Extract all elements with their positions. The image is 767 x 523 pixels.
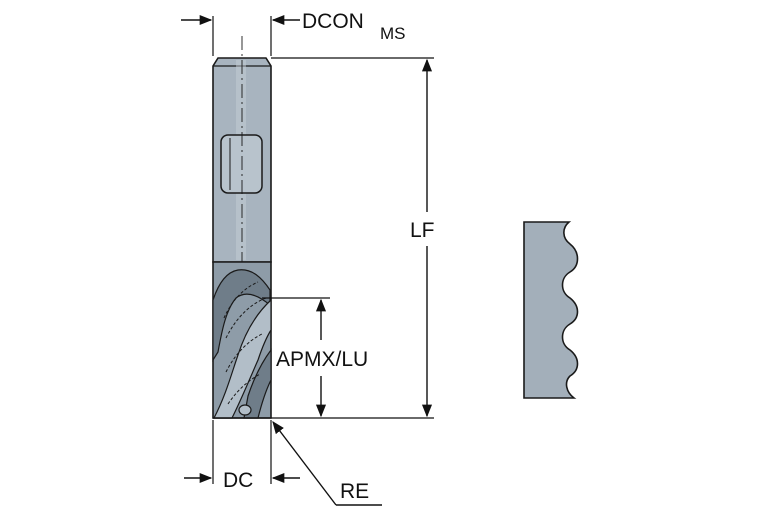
weldon-flat <box>220 134 263 194</box>
apmx-lu-dimension: APMX/LU <box>262 297 368 418</box>
flute-profile-detail <box>523 221 579 399</box>
fluted-section <box>212 261 272 419</box>
re-label: RE <box>340 480 369 503</box>
re-leader: RE <box>272 420 382 506</box>
apmx-lu-label: APMX/LU <box>276 348 368 371</box>
lf-dimension: LF <box>271 57 435 419</box>
dc-label: DC <box>223 469 253 492</box>
lf-label: LF <box>410 219 435 242</box>
dcon-subscript: MS <box>380 24 406 43</box>
dcon-ms-dimension: DCON MS <box>181 10 406 56</box>
dc-dimension: DC <box>184 420 300 492</box>
dcon-label: DCON <box>302 10 364 33</box>
